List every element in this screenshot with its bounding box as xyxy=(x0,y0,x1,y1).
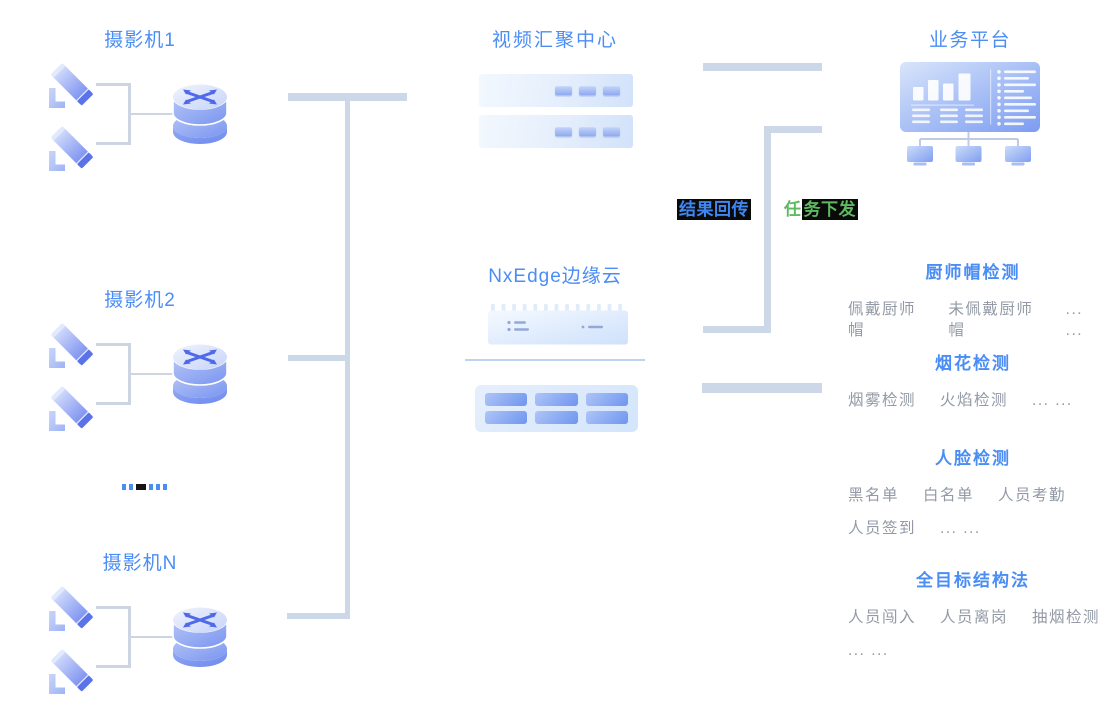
camera-icon xyxy=(49,63,93,108)
camera-icon xyxy=(49,323,93,368)
camera-group-2: 摄影机2 xyxy=(0,280,360,460)
gpu-server-icon xyxy=(475,385,638,432)
server-rack-icon xyxy=(479,74,633,107)
camera-router-line xyxy=(130,112,173,115)
hub-to-platform-line xyxy=(703,63,822,71)
video-hub-title: 视频汇聚中心 xyxy=(491,30,618,51)
camera-link-line xyxy=(96,83,130,86)
camera-group-title: 摄影机1 xyxy=(104,30,176,51)
section-title: 厨师帽检测 xyxy=(925,263,1021,282)
camera-group-n: 摄影机N xyxy=(0,543,360,720)
router-icon xyxy=(172,607,228,667)
detection-item: 烟雾检测 xyxy=(848,392,917,409)
detection-item: 人员闯入 xyxy=(848,609,917,626)
detection-item: 黑名单 xyxy=(848,487,900,504)
platform-title: 业务平台 xyxy=(928,30,1011,51)
monitor-icon xyxy=(955,146,982,166)
section-row: 烟雾检测 火焰检测 ... ... xyxy=(840,390,1106,411)
bus-middle-stub xyxy=(288,355,345,361)
rack-slots xyxy=(555,85,620,96)
list-rows xyxy=(997,70,1036,126)
detection-item: 未佩戴厨师帽 xyxy=(948,301,1034,339)
bus-bottom-stub xyxy=(287,613,346,619)
detection-item: ... ... xyxy=(1032,392,1073,409)
camera-link-line xyxy=(96,343,130,346)
camera-link-line xyxy=(96,606,130,609)
detection-item: 人员离岗 xyxy=(940,609,1009,626)
chip-markings xyxy=(507,320,603,332)
bar-chart-icon xyxy=(913,73,971,101)
camera-link-line xyxy=(96,402,130,405)
detection-item: 火焰检测 xyxy=(940,392,1009,409)
detection-item: ... ... xyxy=(1065,301,1084,339)
detection-item: 佩戴厨师帽 xyxy=(848,301,917,339)
camera-router-line xyxy=(130,372,173,375)
detection-item: 人员考勤 xyxy=(998,487,1067,504)
camera-link-line xyxy=(96,665,130,668)
section-row: 人员闯入 人员离岗 抽烟检测 xyxy=(840,607,1106,628)
camera-link-line xyxy=(128,343,131,405)
server-rack-icon xyxy=(479,115,633,148)
task-path-bottom xyxy=(703,326,771,333)
camera-group-1: 摄影机1 xyxy=(0,20,360,200)
task-path-vertical xyxy=(764,126,771,333)
detection-item: ... ... xyxy=(940,520,981,537)
section-row: ... ... xyxy=(840,640,1106,661)
task-path-top xyxy=(764,126,822,133)
section-chef-hat-detection: 厨师帽检测 佩戴厨师帽 未佩戴厨师帽 ... ... xyxy=(840,262,1106,341)
edge-cloud-title: NxEdge边缘云 xyxy=(488,266,622,287)
monitor-icon xyxy=(907,146,933,166)
camera-icon xyxy=(49,126,93,171)
bus-vertical-line xyxy=(344,99,350,619)
camera-group-title: 摄影机N xyxy=(102,553,178,574)
section-title: 全目标结构法 xyxy=(916,571,1030,590)
camera-icon xyxy=(49,386,93,431)
detection-item: 抽烟检测 xyxy=(1032,609,1101,626)
cross-arrows-icon xyxy=(183,89,217,105)
detection-item: 人员签到 xyxy=(848,520,917,537)
section-row: 佩戴厨师帽 未佩戴厨师帽 ... ... xyxy=(840,299,1106,341)
section-face-detection: 人脸检测 黑名单 白名单 人员考勤 人员签到 ... ... xyxy=(840,448,1106,539)
camera-icon xyxy=(49,586,93,631)
monitor-icon xyxy=(1005,146,1031,166)
router-icon xyxy=(172,344,228,404)
edge-chip-icon xyxy=(488,304,628,345)
section-title: 人脸检测 xyxy=(935,449,1011,468)
camera-link-line xyxy=(96,142,130,145)
camera-icon xyxy=(49,649,93,694)
section-smoke-fire-detection: 烟花检测 烟雾检测 火焰检测 ... ... xyxy=(840,353,1106,411)
result-return-label: 结果回传 xyxy=(677,199,751,220)
detection-item: ... ... xyxy=(848,642,889,659)
router-icon xyxy=(172,84,228,144)
more-cameras-ellipsis xyxy=(122,484,167,490)
camera-router-line xyxy=(130,635,173,638)
section-row: 黑名单 白名单 人员考勤 xyxy=(840,485,1106,506)
camera-group-title: 摄影机2 xyxy=(104,290,176,311)
dashboard-icon xyxy=(900,62,1040,166)
edge-to-platform-line xyxy=(702,383,822,393)
edge-divider-line xyxy=(465,359,645,361)
section-title: 烟花检测 xyxy=(935,354,1011,373)
terminal-tree-lines xyxy=(919,132,1019,146)
section-full-target-structuring: 全目标结构法 人员闯入 人员离岗 抽烟检测 ... ... xyxy=(840,570,1106,661)
stat-dashes xyxy=(912,108,983,124)
cross-arrows-icon xyxy=(183,612,217,628)
camera-link-line xyxy=(128,83,131,145)
cross-arrows-icon xyxy=(183,349,217,365)
task-dispatch-label: 任务下发 xyxy=(784,199,858,220)
section-row: 人员签到 ... ... xyxy=(840,518,1106,539)
detection-item: 白名单 xyxy=(923,487,975,504)
camera-link-line xyxy=(128,606,131,668)
bus-top-line xyxy=(288,93,407,101)
rack-slots xyxy=(555,126,620,137)
